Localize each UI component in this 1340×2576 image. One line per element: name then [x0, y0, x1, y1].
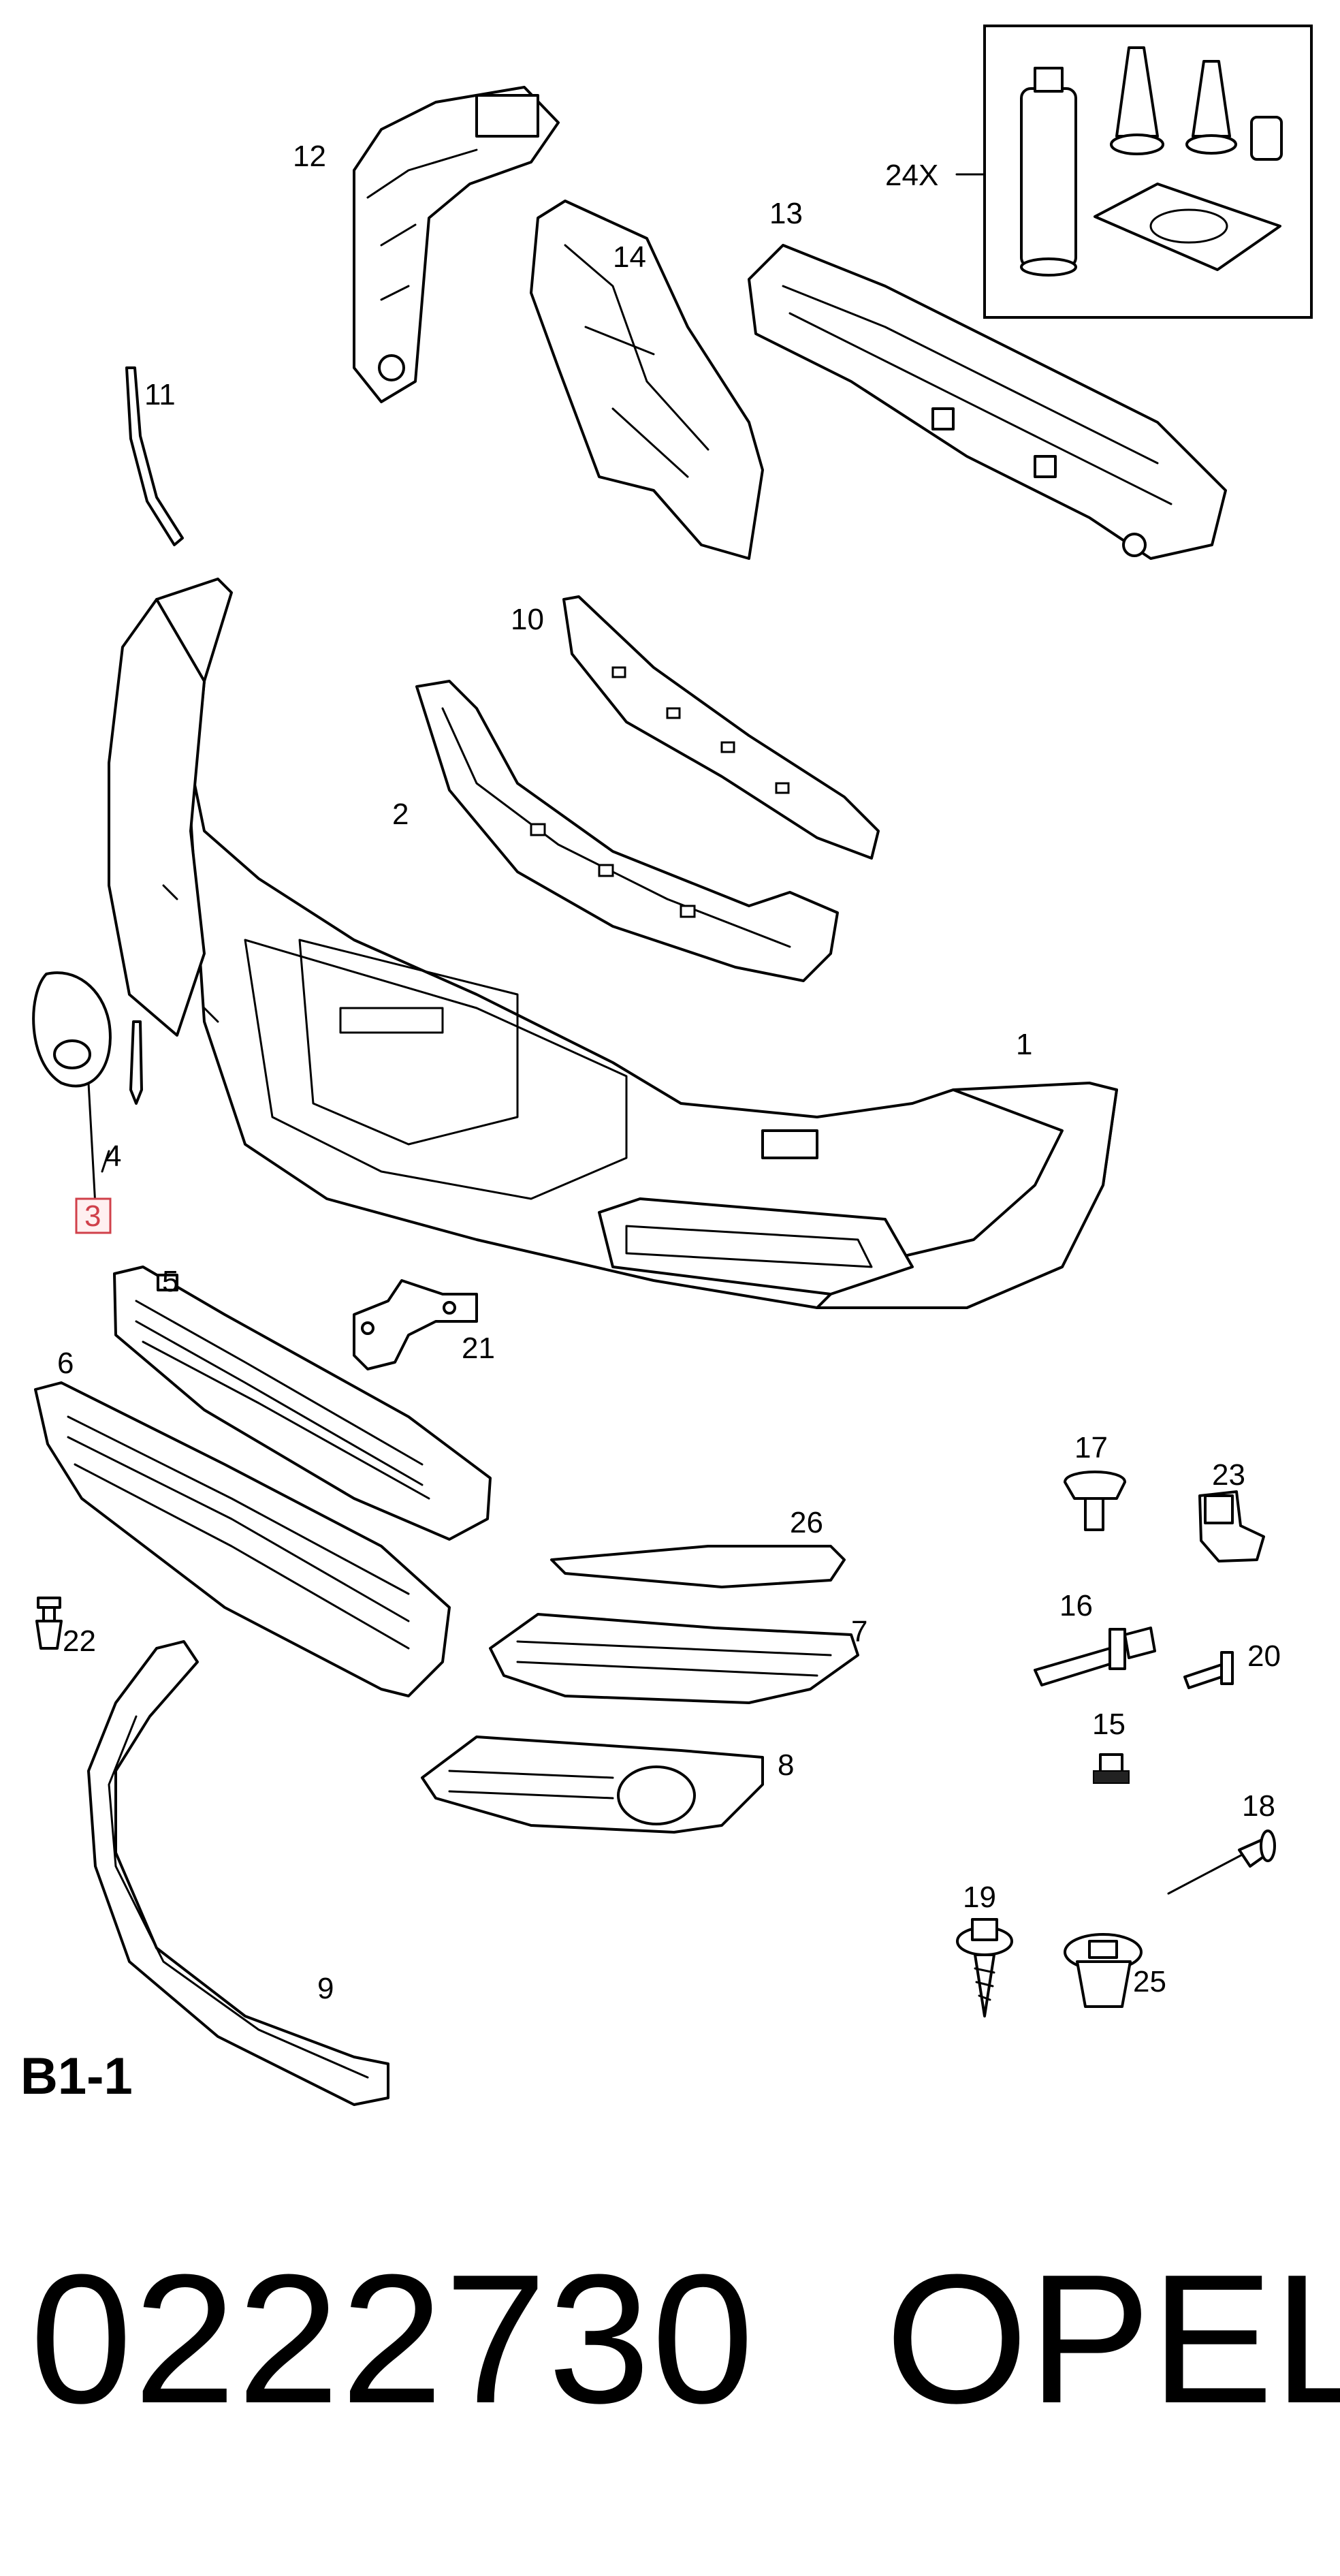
callout-9: 9 [317, 1972, 334, 2005]
part-number: 0222730 [30, 2237, 756, 2442]
hex-bolt [1034, 1627, 1156, 1686]
moulding-strip [125, 366, 184, 546]
callout-1: 1 [1016, 1028, 1032, 1061]
callout-6: 6 [57, 1347, 74, 1380]
callout-15: 15 [1092, 1708, 1126, 1741]
callout-25: 25 [1133, 1965, 1166, 1998]
push-in-retainer [1064, 1933, 1143, 2008]
callout-13: 13 [769, 197, 803, 230]
mounting-bracket [353, 1279, 478, 1370]
self-tapping-screw [1183, 1651, 1234, 1689]
fog-lamp-grille [421, 1735, 764, 1834]
tapping-screw-washer [956, 1918, 1013, 2017]
callout-8: 8 [778, 1748, 794, 1782]
push-clip [35, 1597, 63, 1650]
callout-14: 14 [613, 240, 646, 274]
grille-support-upper [562, 595, 880, 860]
callout-2: 2 [392, 798, 409, 831]
grille-support-lower [415, 680, 839, 982]
callout-21: 21 [462, 1332, 495, 1365]
callout-10: 10 [511, 603, 544, 636]
repair-kit-box [955, 25, 1313, 319]
speed-nut [1198, 1490, 1265, 1562]
callout-18: 18 [1242, 1789, 1275, 1823]
callout-20: 20 [1247, 1639, 1281, 1673]
page-label: B1-1 [20, 2047, 133, 2105]
callout-22: 22 [63, 1624, 96, 1658]
callout-12: 12 [293, 140, 326, 173]
callout-5: 5 [162, 1265, 178, 1298]
brand-name: OPEL [885, 2237, 1340, 2442]
radiator-grille-upper [113, 1266, 492, 1541]
radiator-grille-frame [34, 1381, 451, 1697]
callout-16: 16 [1059, 1589, 1093, 1622]
callout-26: 26 [790, 1506, 823, 1539]
energy-absorber [530, 200, 764, 560]
tow-eye-cover [32, 971, 112, 1207]
torx-screw [1093, 1753, 1130, 1784]
callout-19: 19 [963, 1881, 996, 1914]
lower-grille [489, 1613, 859, 1704]
expanding-rivet-clip [1064, 1471, 1126, 1531]
callout-4: 4 [105, 1140, 121, 1173]
callout-7: 7 [851, 1615, 867, 1648]
callout-3: 3 [84, 1199, 101, 1233]
blind-rivet [1167, 1829, 1276, 1895]
tow-eye-cover-retainer [101, 1020, 143, 1173]
front-bumper-cover [108, 578, 1118, 1309]
bumper-bracket-left [353, 86, 560, 403]
front-spoiler-lip [87, 1640, 389, 2106]
callout-23: 23 [1212, 1458, 1245, 1492]
bumper-reinforcement [748, 244, 1227, 560]
callout-11: 11 [144, 378, 176, 411]
callout-24x: 24X [885, 159, 938, 192]
callout-17: 17 [1074, 1431, 1108, 1464]
callout-3-highlight [75, 1197, 112, 1234]
fog-lamp-trim [550, 1545, 846, 1588]
